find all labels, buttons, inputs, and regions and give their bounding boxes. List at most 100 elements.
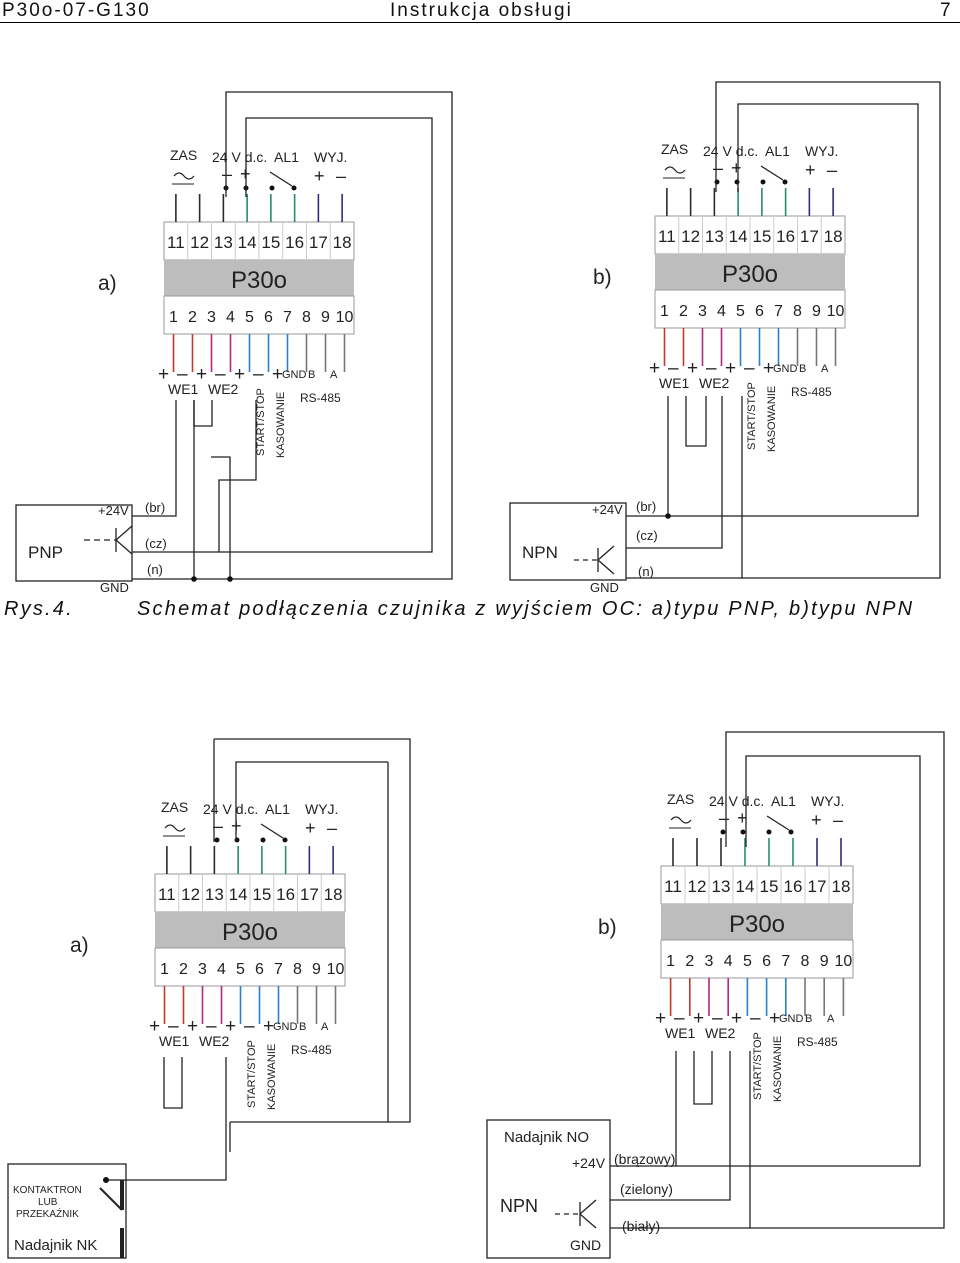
zas-label: ZAS [170, 147, 197, 163]
bottom-terminal-9: 9 [321, 309, 330, 326]
polarity-sign: – [706, 358, 717, 379]
npn-gnd-label: GND [590, 580, 619, 595]
relay-circuit [7, 738, 411, 1259]
start-stop-label: START/STOP [746, 382, 758, 450]
polarity-sign: + [731, 1008, 742, 1029]
top-terminal-13: 13 [205, 885, 224, 904]
rs485-label: RS-485 [291, 1043, 332, 1057]
terminal-dot [740, 829, 746, 835]
polarity-sign: + [693, 1008, 704, 1029]
top-terminal-12: 12 [190, 233, 209, 252]
gnd-label: GND [273, 1021, 298, 1033]
top-terminal-13: 13 [705, 227, 724, 246]
terminal-dot [234, 837, 240, 843]
bottom-terminal-4: 4 [717, 303, 726, 320]
relay-box [7, 1163, 127, 1259]
polarity-sign: – [177, 364, 188, 385]
kasowanie-label: KASOWANIE [772, 1036, 784, 1102]
top-terminal-17: 17 [800, 227, 819, 246]
bottom-terminal-5: 5 [236, 961, 245, 978]
a-label: A [821, 363, 829, 375]
top-terminal-15: 15 [752, 227, 771, 246]
terminal-dot [282, 837, 288, 843]
supply-plus: + [737, 808, 748, 828]
supply-minus: – [713, 158, 723, 178]
polarity-sign: + [225, 1016, 236, 1037]
polarity-sign: – [750, 1008, 761, 1029]
top-terminal-18: 18 [324, 885, 343, 904]
npn-cz-label: (cz) [636, 528, 658, 543]
polarity-sign: + [187, 1016, 198, 1037]
ac-sine-icon [664, 166, 686, 174]
supply-plus: + [731, 158, 742, 178]
panel-label-b-bottom: b) [598, 916, 617, 939]
pnp-gnd-label: GND [100, 580, 129, 595]
bottom-terminal-4: 4 [724, 953, 733, 970]
bottom-terminal-8: 8 [793, 303, 802, 320]
supply-label: 24 V d.c. [203, 801, 258, 817]
top-terminal-16: 16 [276, 885, 295, 904]
supply-label: 24 V d.c. [703, 143, 758, 159]
device-name: P30o [222, 919, 278, 946]
pnp-sensor-box [15, 504, 133, 582]
doc-code: P30o-07-G130 [2, 0, 151, 21]
kasowanie-label: KASOWANIE [275, 392, 287, 458]
top-terminal-18: 18 [333, 233, 352, 252]
wyj-label: WYJ. [805, 143, 838, 159]
npn-no-box [486, 1119, 611, 1259]
npn-no-circuit [486, 731, 945, 1259]
top-terminal-11: 11 [158, 885, 176, 904]
we2-label: WE2 [199, 1033, 230, 1049]
terminal-dot [760, 179, 766, 185]
polarity-sign: + [763, 358, 774, 379]
header-rule [0, 22, 960, 23]
wyj-plus: + [811, 810, 822, 830]
wyj-label: WYJ. [314, 149, 347, 165]
terminal-dot [714, 179, 720, 185]
device-body [655, 254, 845, 290]
junction-dot [227, 576, 233, 582]
top-terminal-14: 14 [238, 233, 257, 252]
bottom-terminal-3: 3 [698, 303, 707, 320]
polarity-sign: – [668, 358, 679, 379]
panel-label-a-bottom: a) [70, 934, 89, 957]
panel-label-b-top: b) [593, 266, 612, 289]
bottom-terminal-strip [154, 947, 346, 987]
supply-minus: – [222, 164, 232, 184]
wyj-label: WYJ. [305, 801, 338, 817]
kasowanie-label: KASOWANIE [766, 386, 778, 452]
bottom-terminal-10: 10 [835, 953, 853, 970]
b-label: B [308, 369, 315, 381]
npn-no-brown: (brązowy) [614, 1151, 675, 1167]
junction-dot [665, 513, 671, 519]
bottom-terminal-7: 7 [274, 961, 283, 978]
top-terminal-11: 11 [664, 877, 682, 896]
bottom-terminal-6: 6 [264, 309, 273, 326]
relay-contact-icon [269, 171, 293, 187]
kasowanie-label: KASOWANIE [266, 1044, 278, 1110]
bottom-terminal-strip [654, 289, 846, 329]
relay-line2: LUB [38, 1197, 58, 1208]
rs485-label: RS-485 [791, 385, 832, 399]
bottom-terminal-9: 9 [820, 953, 829, 970]
wyj-minus: – [827, 160, 837, 180]
bottom-terminal-4: 4 [226, 309, 235, 326]
top-terminal-15: 15 [252, 885, 271, 904]
bottom-terminal-5: 5 [736, 303, 745, 320]
terminal-dot [720, 829, 726, 835]
relay-contact-icon [766, 815, 790, 831]
device-body [155, 912, 345, 948]
bottom-terminal-8: 8 [293, 961, 302, 978]
al1-label: AL1 [265, 801, 290, 817]
terminal-dot [269, 185, 275, 191]
we2-label: WE2 [208, 381, 239, 397]
bottom-terminal-9: 9 [312, 961, 321, 978]
npn-24v-label: +24V [592, 502, 623, 517]
top-terminal-16: 16 [784, 877, 803, 896]
top-terminal-12: 12 [688, 877, 707, 896]
npn-sensor-circuit [509, 81, 941, 581]
device-name: P30o [231, 267, 287, 294]
